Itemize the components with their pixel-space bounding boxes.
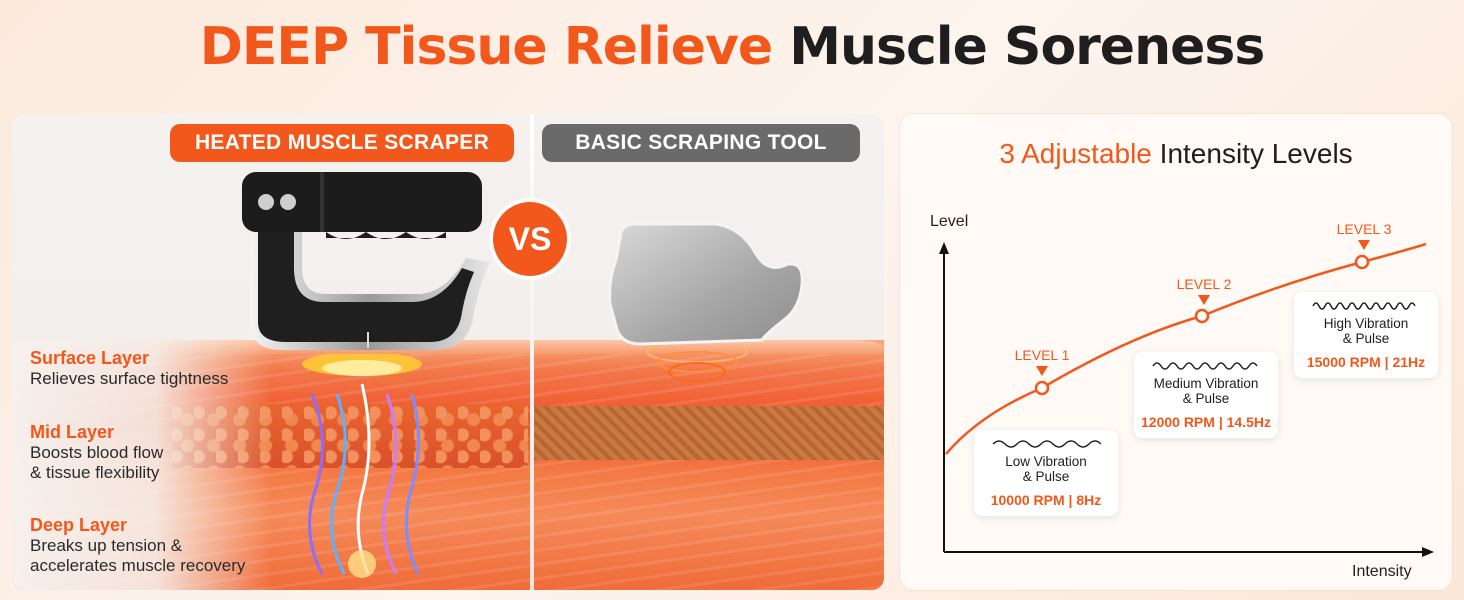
deep-layer-title: Deep Layer xyxy=(30,515,128,535)
deep-layer-desc-line2: accelerates muscle recovery xyxy=(30,556,246,575)
vs-badge: VS xyxy=(493,202,567,276)
mid-layer-desc-line1: Boosts blood flow xyxy=(30,443,164,462)
deep-layer-label: Deep Layer Breaks up tension & accelerat… xyxy=(30,514,245,576)
level-2-point xyxy=(1194,308,1210,324)
x-axis-arrow-icon xyxy=(1422,547,1434,557)
heated-scraper-label: HEATED MUSCLE SCRAPER xyxy=(170,124,514,162)
level-2-marker-icon xyxy=(1198,295,1210,305)
x-axis-label: Intensity xyxy=(1352,563,1412,580)
level-3-marker-icon xyxy=(1358,240,1370,250)
mid-layer-label: Mid Layer Boosts blood flow & tissue fle… xyxy=(30,421,163,483)
level-1-card: Low Vibration & Pulse 10000 RPM | 8Hz xyxy=(974,430,1118,516)
chart-title-dark: Intensity Levels xyxy=(1159,138,1353,169)
basic-scraping-stone-icon xyxy=(608,222,804,346)
level-2-card: Medium Vibration & Pulse 12000 RPM | 14.… xyxy=(1134,352,1278,438)
level-2-line1: Medium Vibration xyxy=(1153,376,1259,391)
intensity-curve-chart: Level Intensity LEVEL 1 LEVEL 2 LEVEL 3 xyxy=(930,213,1434,580)
level-3-card: High Vibration & Pulse 15000 RPM | 21Hz xyxy=(1294,292,1438,378)
comparison-divider xyxy=(530,114,534,590)
level-1-label: LEVEL 1 xyxy=(1015,347,1070,363)
level-3-label: LEVEL 3 xyxy=(1337,221,1392,237)
pressure-waves-icon xyxy=(646,346,748,382)
chart-title-accent: 3 Adjustable xyxy=(999,138,1152,169)
wave-icon xyxy=(1312,302,1416,310)
mid-layer-texture-right xyxy=(532,406,884,460)
wave-icon xyxy=(1152,362,1258,370)
y-axis-label: Level xyxy=(930,213,968,230)
chart-title: 3 Adjustable Intensity Levels xyxy=(900,134,1452,174)
headline: DEEP Tissue Relieve Muscle Soreness xyxy=(0,12,1464,82)
level-1-spec: 10000 RPM | 8Hz xyxy=(990,492,1102,508)
level-2-line2: & Pulse xyxy=(1182,391,1230,406)
surface-layer-desc: Relieves surface tightness xyxy=(30,369,229,388)
level-1-marker-icon xyxy=(1036,366,1048,376)
level-3-spec: 15000 RPM | 21Hz xyxy=(1306,354,1426,370)
y-axis-arrow-icon xyxy=(939,242,949,254)
wave-icon xyxy=(992,440,1101,448)
mid-layer-desc-line2: & tissue flexibility xyxy=(30,463,160,482)
deep-layer-desc-line1: Breaks up tension & xyxy=(30,536,183,555)
level-3-point xyxy=(1354,254,1370,270)
headline-accent: DEEP Tissue Relieve xyxy=(199,17,773,77)
level-1-point xyxy=(1034,380,1050,396)
level-1-line2: & Pulse xyxy=(1022,469,1070,484)
heated-scraper-device-icon xyxy=(242,172,490,350)
intensity-chart-panel: 3 Adjustable Intensity Levels Level Inte… xyxy=(900,114,1452,590)
comparison-panel: HEATED MUSCLE SCRAPER BASIC SCRAPING TOO… xyxy=(12,114,884,590)
surface-layer-title: Surface Layer xyxy=(30,348,150,368)
level-1-line1: Low Vibration xyxy=(1005,454,1087,469)
level-2-spec: 12000 RPM | 14.5Hz xyxy=(1141,414,1271,430)
level-2-label: LEVEL 2 xyxy=(1177,276,1232,292)
level-3-line1: High Vibration xyxy=(1323,316,1409,331)
heat-vibration-waves-icon xyxy=(302,354,422,578)
mid-layer-title: Mid Layer xyxy=(30,422,115,442)
basic-tool-label: BASIC SCRAPING TOOL xyxy=(542,124,860,162)
level-3-line2: & Pulse xyxy=(1342,331,1390,346)
headline-dark: Muscle Soreness xyxy=(789,17,1265,77)
skin-fade xyxy=(12,340,272,590)
surface-layer-label: Surface Layer Relieves surface tightness xyxy=(30,347,228,389)
